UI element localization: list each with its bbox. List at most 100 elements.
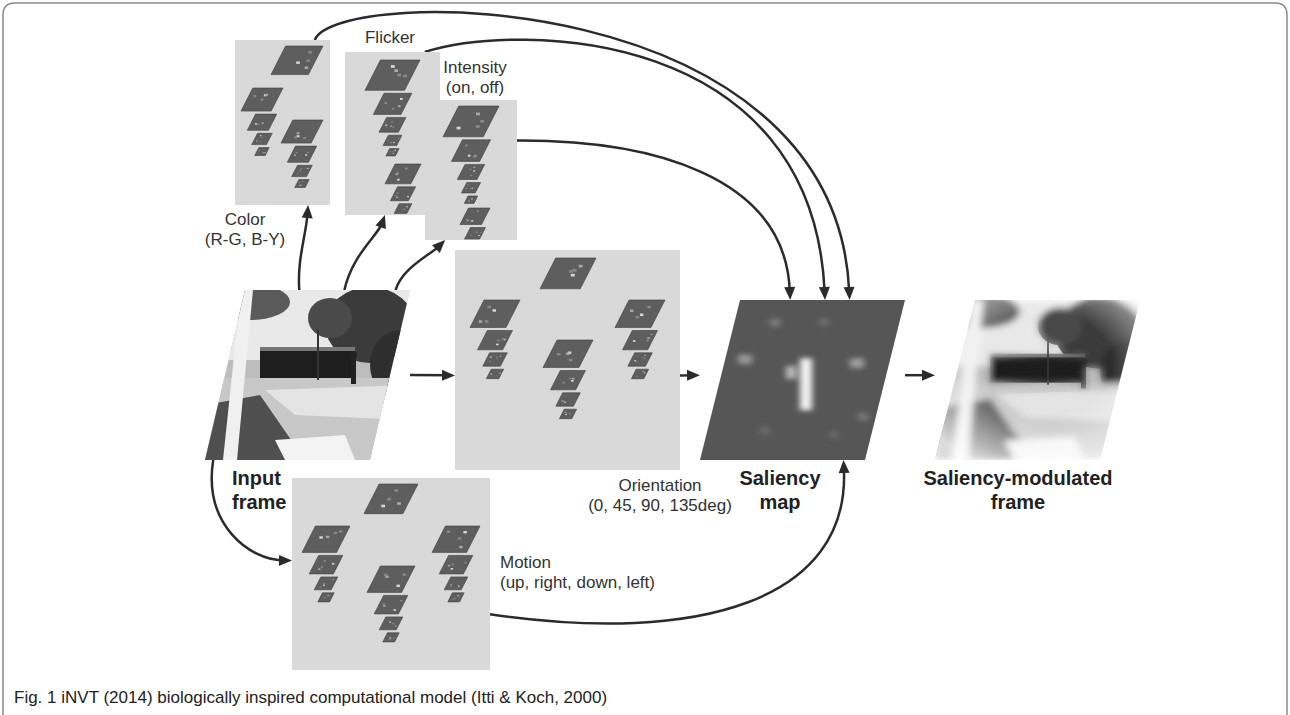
graphic-part [500,372,502,373]
graphic-part [260,135,262,136]
graphic-part [623,331,658,350]
graphic-part [407,196,409,197]
graphic-part [367,566,415,592]
graphic-part [458,537,461,539]
graphic-part [473,167,475,168]
wrap-spacer [287,466,291,490]
graphic-part [404,209,406,210]
graphic-part [466,188,468,189]
arrow-head [844,287,855,300]
graphic-part [451,568,453,570]
graphic-part [324,560,326,562]
graphic-part [465,228,486,240]
graphic-part [496,344,499,346]
graphic-part [569,378,572,380]
graphic-part [439,555,473,574]
graphic-part [551,371,586,390]
flow-arrow [344,215,386,290]
graphic-part [468,201,470,202]
wrap-spacer [705,476,734,496]
graphic-part [460,208,490,225]
wrap-spacer [203,210,222,230]
graphic-part [281,120,323,143]
arrow-head [442,370,455,381]
graphic-part [309,555,343,574]
graphic-part [700,300,905,460]
graphic-part [447,531,450,533]
graphic-part [571,274,575,277]
graphic-part [466,219,468,221]
graphic-part [569,270,573,273]
graphic-part [497,340,500,342]
graphic-part [559,409,576,419]
feature-pyramid [455,250,680,470]
graphic-part [469,169,471,170]
graphic-part [392,151,394,152]
graphic-part [394,489,398,492]
wrap-spacer [558,553,659,573]
feature-label: Intensity (on, off) [441,58,509,98]
graphic-part [467,220,469,222]
graphic-part [485,320,489,323]
graphic-part [379,117,406,132]
graphic-part [480,120,484,123]
graphic-part [397,179,400,181]
graphic-part [406,206,408,207]
frame-picture [205,290,410,460]
graphic-part [459,597,461,598]
graphic-part [502,338,505,340]
graphic-part [643,358,645,359]
graphic-part [457,595,459,596]
graphic-part [393,142,395,143]
frame-label: Saliency-modulated frame [922,466,1115,514]
graphic-part [468,155,471,157]
graphic-part [320,586,322,587]
graphic-part [491,374,493,375]
arrow-head [819,287,830,300]
graphic-part [247,114,276,130]
graphic-part [328,595,330,596]
graphic-part [319,536,322,538]
graphic-part [458,586,460,587]
graphic-part [295,180,309,188]
graphic-part [387,498,391,501]
saliency-map-image: Saliency map [700,300,905,460]
graphic-part [473,170,475,171]
frame-picture [700,300,905,460]
graphic-part [457,127,461,130]
graphic-part [299,182,301,183]
graphic-part [390,125,392,126]
graphic-part [444,577,468,590]
graphic-part [820,319,828,325]
graphic-part [256,141,258,142]
graphic-part [275,435,355,460]
graphic-part [406,207,408,208]
graphic-part [646,340,649,342]
graphic-part [302,181,304,182]
graphic-part [448,565,450,567]
graphic-part [292,165,313,176]
arrow-head [784,287,795,300]
graphic-part [488,306,492,309]
graphic-part [307,168,309,169]
graphic-part [385,125,387,126]
graphic-part [299,171,301,172]
graphic-part [265,94,268,96]
graphic-part [738,355,752,364]
graphic-part [393,638,395,639]
graphic-part [569,413,571,414]
graphic-part [470,234,472,235]
graphic-part [325,597,327,598]
figure-caption: Fig. 1 iNVT (2014) biologically inspired… [14,688,1290,708]
graphic-part [480,232,482,233]
flow-arrow [396,240,446,290]
graphic-part [800,358,812,410]
graphic-part [260,350,355,378]
graphic-part [395,625,397,626]
graphic-part [628,353,653,366]
graphic-part [397,585,400,587]
graphic-part [300,169,302,170]
graphic-part [473,156,476,158]
graphic-part [392,127,394,128]
graphic-part [391,121,393,122]
